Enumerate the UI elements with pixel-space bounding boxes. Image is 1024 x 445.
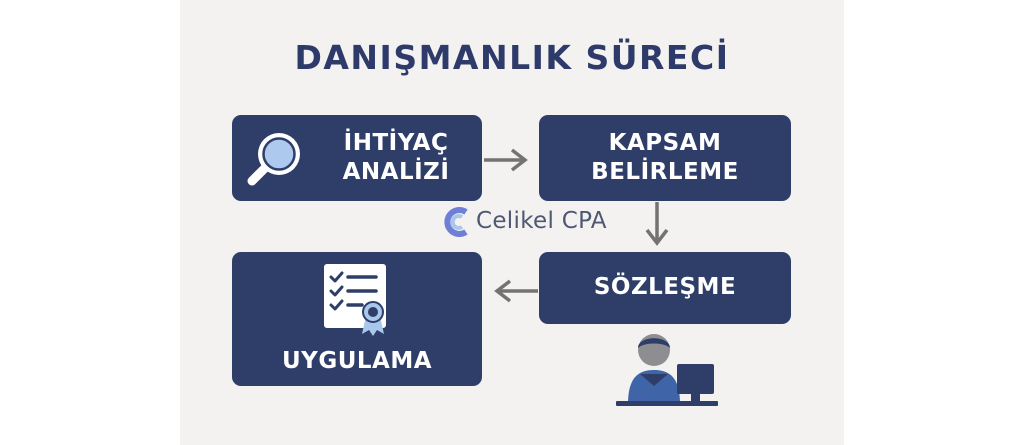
step-label: SÖZLEŞME [593, 274, 737, 300]
step-sozlesme: SÖZLEŞME [539, 252, 791, 324]
watermark-logo-icon [444, 207, 468, 237]
checklist-certificate-icon [324, 264, 386, 336]
step-ihtiyac-analizi: İHTİYAÇ ANALİZİ [232, 115, 482, 201]
diagram-title: DANIŞMANLIK SÜRECİ [294, 38, 730, 77]
arrow-right-icon [484, 148, 528, 172]
magnifier-icon [247, 133, 300, 186]
watermark-text: Celikel CPA [476, 208, 607, 234]
arrow-left-icon [494, 279, 538, 303]
step-kapsam-belirleme: KAPSAM BELİRLEME [539, 115, 791, 201]
step-label: UYGULAMA [281, 348, 433, 374]
step-label: İHTİYAÇ ANALİZİ [342, 130, 450, 185]
step-label: KAPSAM BELİRLEME [591, 130, 739, 185]
arrow-down-icon [645, 202, 669, 246]
person-computer-icon [616, 334, 718, 406]
step-uygulama: UYGULAMA [232, 252, 482, 386]
